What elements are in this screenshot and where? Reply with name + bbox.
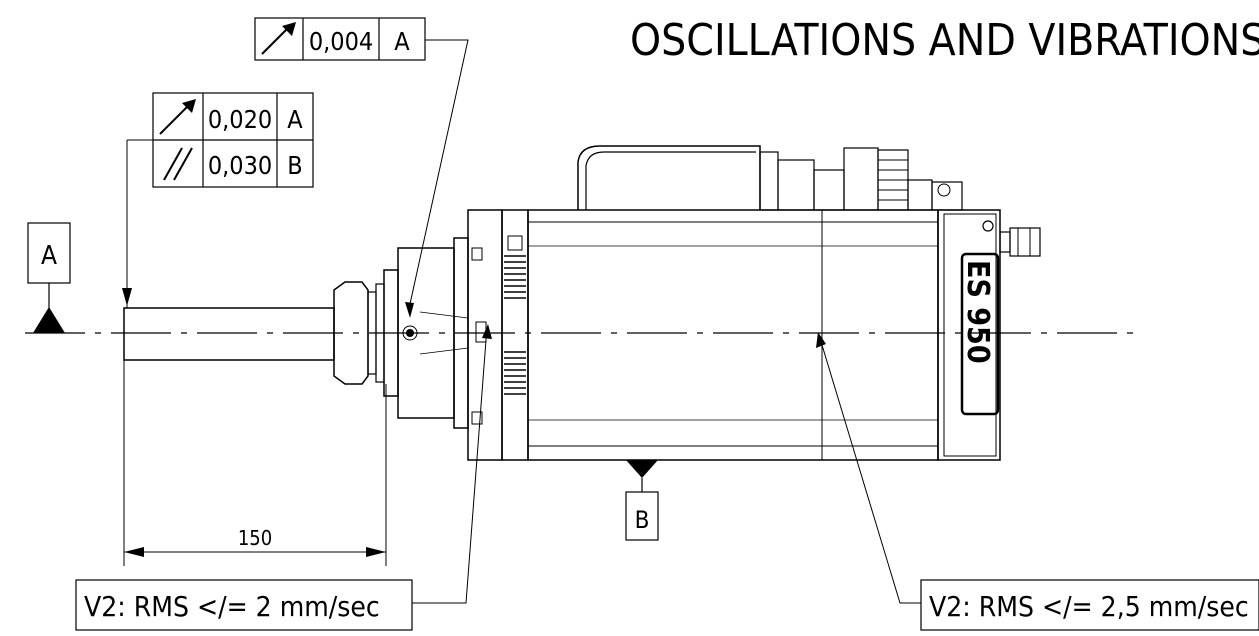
fcf-left-row2-tolerance: 0,030 <box>208 151 272 180</box>
dimension-150: 150 <box>123 360 387 566</box>
fcf-top-datum: A <box>394 27 410 56</box>
runout-arrow-icon <box>261 22 296 55</box>
fcf-left: 0,020 A 0,030 B <box>127 92 314 188</box>
fcf-top-tolerance: 0,004 <box>309 27 373 56</box>
note-left: V2: RMS </= 2 mm/sec <box>75 324 492 631</box>
datum-b-triangle-icon <box>626 460 658 478</box>
fcf-left-row1-datum: A <box>287 105 303 134</box>
note-right-text: V2: RMS </= 2,5 mm/sec <box>929 590 1249 623</box>
rear-cap: ES 950 <box>937 209 1041 461</box>
front-flange <box>467 209 529 461</box>
fcf-left-row2-datum: B <box>287 151 302 180</box>
datum-triangle-icon <box>33 307 65 333</box>
datum-a-symbol: A <box>27 222 71 333</box>
dimension-value: 150 <box>238 526 272 550</box>
drawing-title: OSCILLATIONS AND VIBRATIONS <box>630 15 1259 66</box>
fcf-left-row1-tolerance: 0,020 <box>208 105 272 134</box>
note-right: V2: RMS </= 2,5 mm/sec <box>816 332 1259 631</box>
top-connector <box>577 145 963 211</box>
motor-body <box>527 209 939 461</box>
note-left-text: V2: RMS </= 2 mm/sec <box>84 590 380 623</box>
fcf-top: 0,004 A <box>254 17 469 318</box>
motor-brand-text: ES 950 <box>960 260 995 364</box>
datum-b-label: B <box>635 506 650 534</box>
datum-b-symbol: B <box>625 460 659 541</box>
datum-a-label: A <box>41 241 57 271</box>
parallelism-icon <box>163 147 193 181</box>
runout-arrow-icon <box>159 99 196 135</box>
